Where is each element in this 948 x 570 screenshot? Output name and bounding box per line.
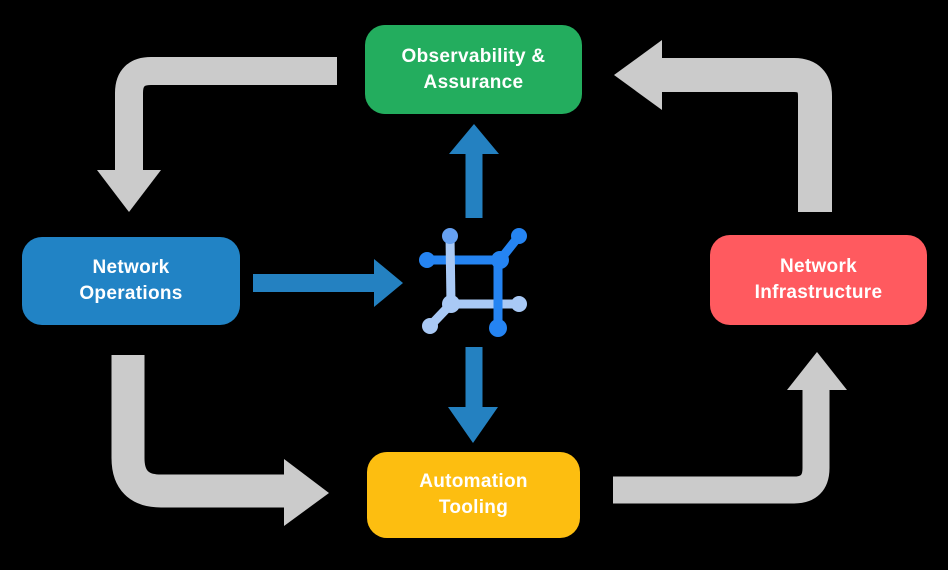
cycle-arrow-bottom-right — [613, 389, 830, 504]
cycle-arrowheads — [97, 40, 847, 526]
arrowhead-up-to-infrastructure — [787, 352, 847, 390]
node-label-network-operations: Network Operations — [79, 257, 183, 304]
cycle-arrow-top-right — [660, 58, 832, 212]
node-label-observability-assurance: Observability & Assurance — [401, 45, 546, 93]
cycle-arrow-top-left — [115, 57, 337, 172]
arrowhead-right-to-center — [374, 259, 403, 307]
icon-dark-end-nodes — [419, 228, 527, 268]
node-observability-assurance: Observability & Assurance — [365, 25, 582, 114]
network-automation-icon — [419, 228, 527, 337]
node-network-operations: Network Operations — [22, 237, 240, 325]
icon-top-node — [442, 228, 458, 244]
node-label-automation-tooling: Automation Tooling — [419, 471, 528, 518]
node-automation-tooling: Automation Tooling — [367, 452, 580, 538]
node-network-infrastructure: Network Infrastructure — [710, 235, 927, 325]
arrowhead-down-to-tooling — [448, 407, 498, 443]
arrowhead-left-to-observability — [614, 40, 662, 110]
cycle-arrow-shafts — [111, 57, 832, 508]
node-label-network-infrastructure: Network Infrastructure — [754, 256, 883, 303]
flow-arrow-shafts — [253, 152, 483, 410]
flow-arrowheads — [374, 124, 499, 443]
arrowhead-down-to-operations — [97, 170, 161, 212]
icon-light-nodes — [422, 295, 527, 334]
arrowhead-up-to-observability — [449, 124, 499, 154]
cycle-arrow-bottom-left — [111, 355, 286, 508]
arrowhead-right-to-tooling — [284, 459, 329, 526]
icon-dark-junction-nodes — [489, 251, 509, 337]
